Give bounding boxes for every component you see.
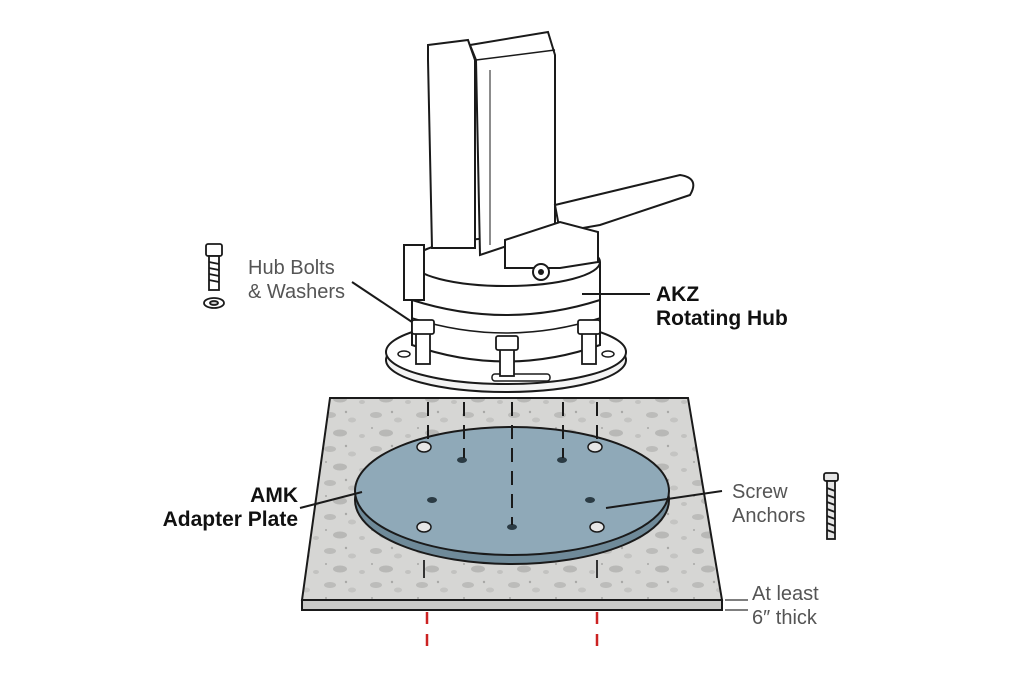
screw-anchor-heads bbox=[416, 441, 605, 533]
adapter-plate bbox=[354, 426, 670, 565]
hub-upright-arm bbox=[427, 30, 556, 257]
thickness-indicator bbox=[725, 599, 748, 611]
hub-bolt-washer-icon bbox=[203, 243, 225, 309]
screw-anchors-label: Screw Anchors bbox=[732, 481, 806, 527]
rotating-hub-label: AKZ Rotating Hub bbox=[656, 283, 788, 330]
hub-lever bbox=[504, 173, 695, 281]
anchor-threads bbox=[423, 560, 598, 578]
anchor-depth-lines bbox=[425, 612, 599, 648]
leader-lines bbox=[299, 281, 723, 509]
adapter-plate-label: AMK Adapter Plate bbox=[162, 484, 298, 531]
screw-anchor-icon bbox=[823, 472, 839, 540]
plate-holes bbox=[427, 457, 595, 530]
thickness-label: At least 6″ thick bbox=[752, 583, 819, 629]
hub-bolts-label: Hub Bolts & Washers bbox=[248, 257, 346, 303]
alignment-lines bbox=[427, 402, 598, 525]
hub-bolts bbox=[411, 319, 601, 377]
